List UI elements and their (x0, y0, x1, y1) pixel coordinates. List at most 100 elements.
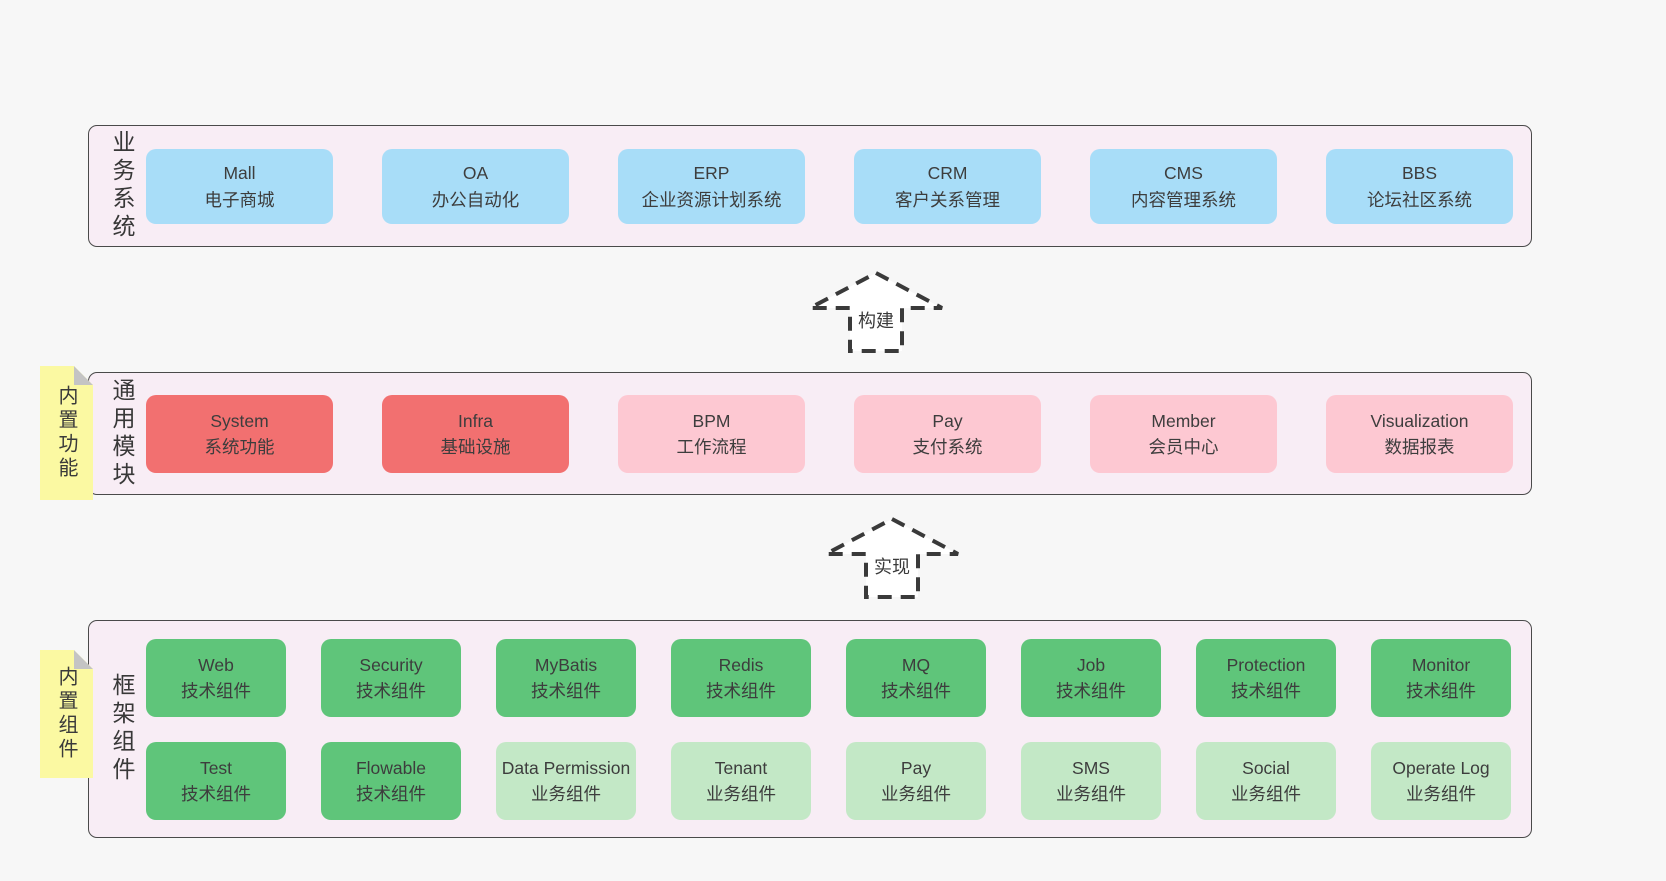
box-title-en: BBS (1401, 163, 1438, 184)
box-title-zh: 技术组件 (1231, 681, 1301, 701)
box-title-en: Visualization (1370, 410, 1469, 431)
box-sms: SMS 业务组件 (1021, 742, 1161, 820)
box-title-en: Web (198, 654, 234, 675)
box-title-zh: 技术组件 (181, 784, 251, 804)
box-monitor: Monitor 技术组件 (1371, 639, 1511, 717)
box-title-en: MQ (901, 654, 931, 675)
box-title-en: System (210, 410, 269, 431)
box-title-en: MyBatis (534, 654, 598, 675)
box-title-en: SMS (1072, 757, 1110, 778)
box-erp: ERP 企业资源计划系统 (618, 149, 805, 224)
box-title-zh: 数据报表 (1384, 437, 1455, 457)
box-tenant: Tenant 业务组件 (671, 742, 811, 820)
section-common-modules: 通用模块 System 系统功能 Infra 基础设施 BPM 工作流程 Pay… (88, 372, 1532, 495)
box-title-en: Job (1076, 654, 1106, 675)
box-title-en: ERP (693, 163, 730, 184)
section-business-systems: 业务系统 Mall 电子商城 OA 办公自动化 ERP 企业资源计划系统 CRM… (88, 125, 1532, 247)
box-title-zh: 技术组件 (1406, 681, 1476, 701)
box-title-zh: 业务组件 (706, 784, 776, 804)
section-framework-components: 框架组件 Web 技术组件 Security 技术组件 MyBatis 技术组件… (88, 620, 1532, 838)
box-title-en: Operate Log (1392, 757, 1490, 778)
framework-components-grid: Web 技术组件 Security 技术组件 MyBatis 技术组件 Redi… (146, 639, 1511, 820)
box-title-en: OA (462, 163, 489, 184)
box-crm: CRM 客户关系管理 (854, 149, 1041, 224)
section-label-common-modules: 通用模块 (109, 377, 135, 490)
box-visualization: Visualization 数据报表 (1326, 395, 1513, 473)
box-title-en: Social (1242, 757, 1290, 778)
box-protection: Protection 技术组件 (1196, 639, 1336, 717)
box-pay-component: Pay 业务组件 (846, 742, 986, 820)
sticky-note-builtin-components: 内置组件 (40, 650, 93, 778)
box-title-en: CRM (927, 163, 968, 184)
box-web: Web 技术组件 (146, 639, 286, 717)
box-title-en: Data Permission (501, 757, 631, 778)
box-title-zh: 论坛社区系统 (1367, 189, 1472, 210)
box-data-permission: Data Permission 业务组件 (496, 742, 636, 820)
box-title-en: Security (359, 654, 423, 675)
box-job: Job 技术组件 (1021, 639, 1161, 717)
box-title-en: Infra (457, 410, 494, 431)
box-title-zh: 电子商城 (204, 189, 275, 210)
box-mall: Mall 电子商城 (146, 149, 333, 224)
box-title-zh: 技术组件 (181, 681, 251, 701)
box-title-en: Tenant (714, 757, 768, 778)
box-title-zh: 技术组件 (881, 681, 951, 701)
up-arrow-build: 构建 (806, 270, 946, 354)
box-title-en: Monitor (1411, 654, 1471, 675)
box-title-en: Flowable (355, 757, 427, 778)
box-title-zh: 会员中心 (1148, 437, 1219, 457)
box-title-en: Mall (223, 163, 256, 184)
box-title-zh: 系统功能 (204, 437, 275, 457)
box-operate-log: Operate Log 业务组件 (1371, 742, 1511, 820)
box-title-en: Pay (900, 757, 932, 778)
box-title-en: BPM (692, 410, 731, 431)
up-arrow-implement: 实现 (822, 516, 962, 600)
box-title-zh: 企业资源计划系统 (641, 189, 782, 210)
section-label-framework-components: 框架组件 (109, 673, 135, 785)
box-title-zh: 业务组件 (881, 784, 951, 804)
box-title-zh: 内容管理系统 (1131, 189, 1236, 210)
box-title-en: Test (199, 757, 233, 778)
box-title-zh: 支付系统 (912, 437, 983, 457)
box-title-zh: 业务组件 (1056, 784, 1126, 804)
business-systems-box-row: Mall 电子商城 OA 办公自动化 ERP 企业资源计划系统 CRM 客户关系… (146, 149, 1513, 224)
box-social: Social 业务组件 (1196, 742, 1336, 820)
box-title-en: Redis (718, 654, 764, 675)
box-security: Security 技术组件 (321, 639, 461, 717)
box-member: Member 会员中心 (1090, 395, 1277, 473)
sticky-note-builtin-features: 内置功能 (40, 366, 93, 500)
box-flowable: Flowable 技术组件 (321, 742, 461, 820)
box-title-en: CMS (1164, 163, 1203, 184)
box-infra: Infra 基础设施 (382, 395, 569, 473)
sticky-note-text: 内置功能 (55, 385, 77, 481)
section-label-business-systems: 业务系统 (109, 130, 135, 242)
box-title-zh: 业务组件 (1231, 784, 1301, 804)
box-redis: Redis 技术组件 (671, 639, 811, 717)
box-bbs: BBS 论坛社区系统 (1326, 149, 1513, 224)
common-modules-box-row: System 系统功能 Infra 基础设施 BPM 工作流程 Pay 支付系统… (146, 395, 1513, 473)
box-title-zh: 客户关系管理 (895, 189, 1000, 210)
arrow-label-build: 构建 (856, 307, 896, 333)
arrow-label-implement: 实现 (872, 553, 912, 579)
box-title-zh: 技术组件 (356, 784, 426, 804)
box-test: Test 技术组件 (146, 742, 286, 820)
box-title-zh: 技术组件 (356, 681, 426, 701)
box-title-zh: 技术组件 (706, 681, 776, 701)
box-pay-system: Pay 支付系统 (854, 395, 1041, 473)
box-bpm: BPM 工作流程 (618, 395, 805, 473)
box-title-zh: 工作流程 (676, 437, 747, 457)
box-title-zh: 基础设施 (440, 437, 511, 457)
box-title-zh: 办公自动化 (431, 189, 520, 210)
box-mq: MQ 技术组件 (846, 639, 986, 717)
box-oa: OA 办公自动化 (382, 149, 569, 224)
box-title-zh: 技术组件 (531, 681, 601, 701)
sticky-note-text: 内置组件 (55, 666, 77, 762)
box-title-zh: 技术组件 (1056, 681, 1126, 701)
box-cms: CMS 内容管理系统 (1090, 149, 1277, 224)
box-title-en: Pay (932, 410, 963, 431)
box-title-zh: 业务组件 (531, 784, 601, 804)
box-title-en: Protection (1226, 654, 1306, 675)
box-system: System 系统功能 (146, 395, 333, 473)
box-title-en: Member (1151, 410, 1216, 431)
